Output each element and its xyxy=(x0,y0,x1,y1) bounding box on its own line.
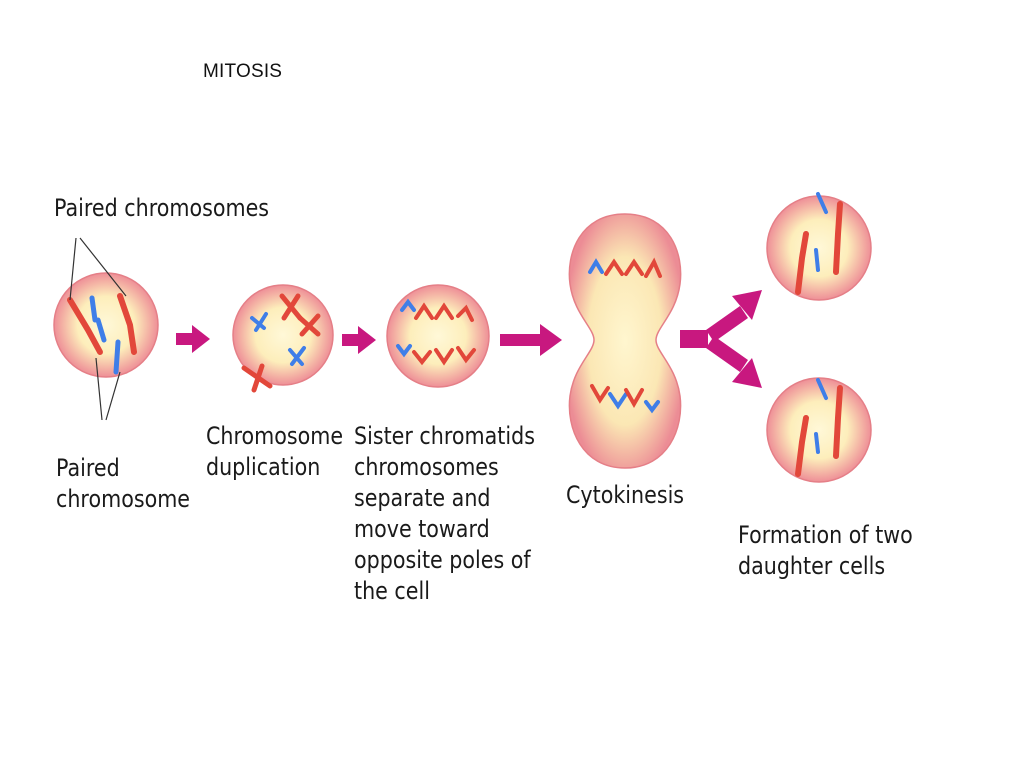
cell-interphase xyxy=(53,272,159,378)
cell-cytokinesis xyxy=(568,213,682,469)
cell-duplication xyxy=(232,284,334,393)
label-chromosome-duplication: Chromosome duplication xyxy=(206,422,344,481)
label-paired-chromosome: Paired chromosome xyxy=(56,454,191,513)
right-arrow-icon xyxy=(500,324,562,356)
label-sister-chromatids: Sister chromatids chromosomes separate a… xyxy=(354,422,535,605)
daughter-cell-top xyxy=(766,192,872,301)
label-formation: Formation of two daughter cells xyxy=(738,521,913,580)
daughter-cell-bottom xyxy=(766,377,872,483)
label-paired-chromosomes: Paired chromosomes xyxy=(54,194,270,222)
right-arrow-icon xyxy=(342,326,376,354)
leader-lines xyxy=(69,237,127,421)
label-cytokinesis: Cytokinesis xyxy=(566,481,685,509)
slide-title: MITOSIS xyxy=(203,61,283,82)
split-arrow-icon xyxy=(680,290,762,388)
right-arrow-icon xyxy=(176,325,210,353)
cell-separation xyxy=(386,284,490,388)
